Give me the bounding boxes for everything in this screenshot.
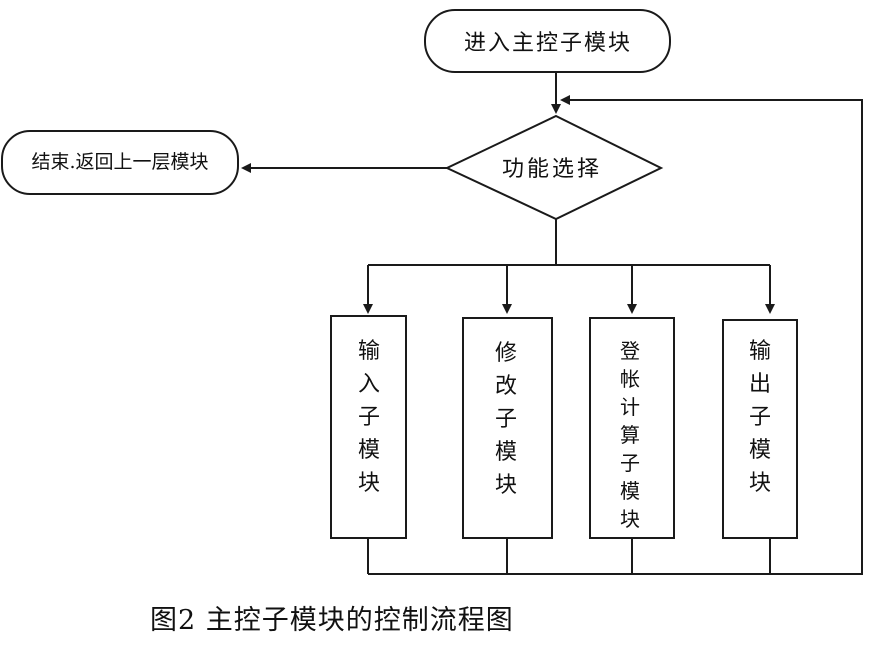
module-label-text: 修改子模块	[495, 341, 517, 498]
start-terminator	[424, 9, 671, 73]
module-label-modify: 修改子模块	[495, 341, 517, 498]
figure-caption: 图2 主控子模块的控制流程图	[150, 605, 514, 636]
module-label-text: 登帐计算子模块	[620, 339, 640, 531]
module-box-output	[722, 319, 798, 539]
module-label-input: 输入子模块	[358, 339, 380, 496]
module-label-account: 登帐计算子模块	[620, 339, 640, 531]
module-label-text: 输入子模块	[358, 339, 380, 496]
decision-label: 功能选择	[502, 157, 602, 182]
end-terminator	[1, 130, 239, 195]
start-label: 进入主控子模块	[464, 31, 632, 56]
return-loop-line	[368, 95, 863, 575]
module-label-output: 输出子模块	[749, 339, 771, 496]
end-label: 结束.返回上一层模块	[31, 151, 208, 173]
module-label-text: 输出子模块	[749, 339, 771, 496]
